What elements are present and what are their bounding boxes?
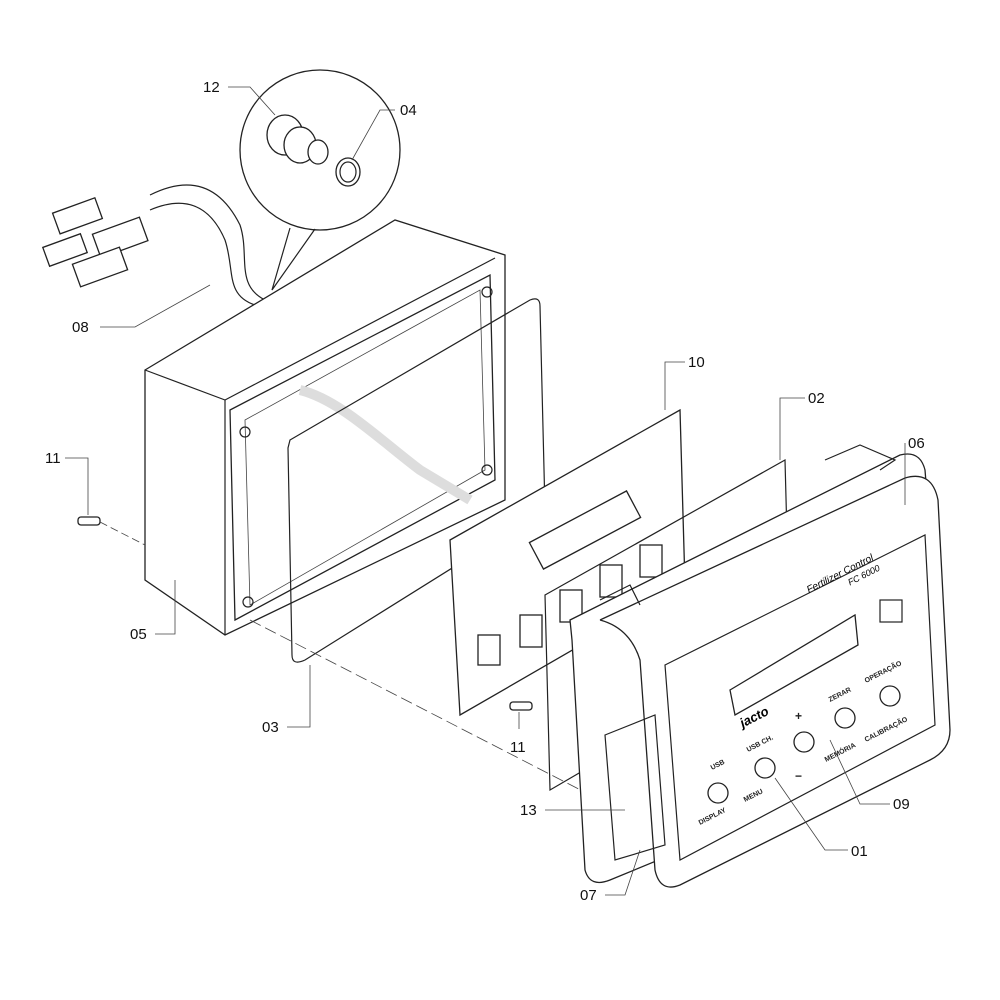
lcd-display <box>729 613 859 717</box>
gasket-part <box>287 298 546 663</box>
front-panel-part <box>569 444 951 888</box>
callout-13: 13 <box>520 802 537 819</box>
screw-part <box>77 516 533 711</box>
callout-11: 11 <box>45 450 61 467</box>
callout-05: 05 <box>130 626 147 643</box>
callout-03: 03 <box>262 719 279 736</box>
enclosure-box-part <box>144 219 506 636</box>
detail-circle <box>239 69 401 291</box>
callout-01: 01 <box>851 843 868 860</box>
callout-02: 02 <box>808 390 825 407</box>
callout-11b: 11 <box>510 739 526 756</box>
plus-label: + <box>795 709 802 723</box>
callout-04: 04 <box>400 102 417 119</box>
callout-07: 07 <box>580 887 597 904</box>
callout-labels: 12 04 08 10 02 06 11 05 03 11 13 09 01 0… <box>45 79 925 904</box>
minus-label: − <box>795 769 802 783</box>
callout-09: 09 <box>893 796 910 813</box>
wiring-harness-part <box>41 183 273 307</box>
callout-12: 12 <box>203 79 220 96</box>
cable-gland-part <box>266 114 329 165</box>
toggle-switches <box>707 685 901 804</box>
callout-leaders <box>65 86 906 896</box>
callout-10: 10 <box>688 354 705 371</box>
circuit-board-part <box>449 408 686 717</box>
callout-06: 06 <box>908 435 925 452</box>
callout-08: 08 <box>72 319 89 336</box>
